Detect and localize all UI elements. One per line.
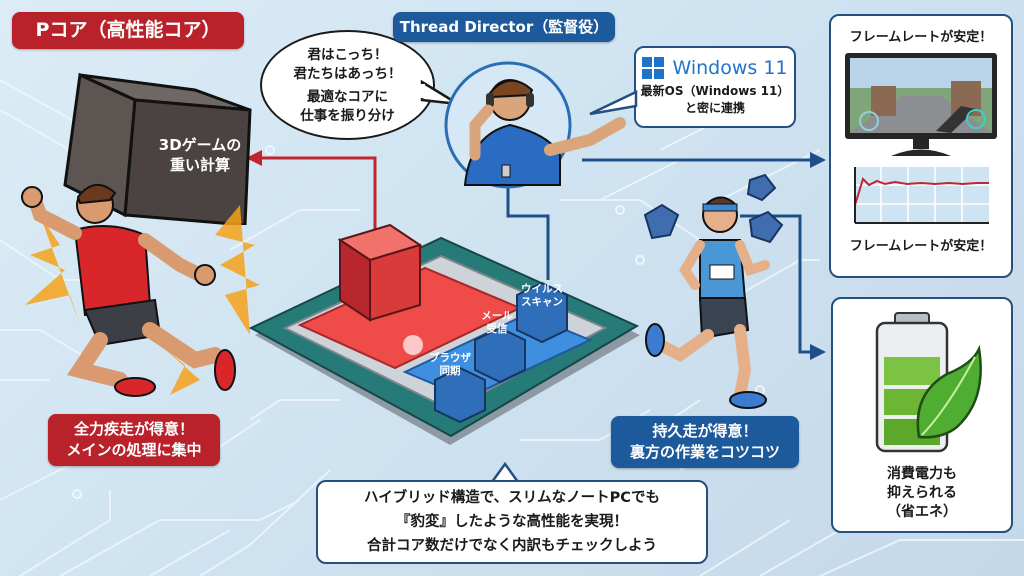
director-illustration	[444, 61, 626, 189]
summary-line3: 合計コア数だけでなく内訳もチェックしよう	[367, 538, 657, 554]
game-monitor-icon	[845, 53, 997, 156]
task-label: スキャン	[521, 296, 563, 308]
p-core-title: Pコア（高性能コア）	[12, 12, 244, 49]
task-browser-sync: ブラウザ 同期	[425, 352, 475, 378]
task-label: 同期	[439, 365, 461, 377]
p-core-caption-line2: メインの処理に集中	[66, 441, 202, 459]
arrow-to-power	[810, 344, 826, 360]
power-line1: 消費電力も	[887, 466, 957, 482]
task-mail-receive: メール 受信	[472, 310, 522, 336]
speech-line2: 君たちはあっち！	[293, 66, 402, 82]
windows-desc-line1: 最新OS（Windows 11）	[640, 84, 790, 98]
heavy-task-cube	[63, 72, 252, 225]
windows-bubble-tail	[589, 90, 638, 116]
windows-desc-line2: と密に連携	[684, 101, 745, 115]
endurance-runner-illustration	[643, 173, 784, 409]
sprinter-illustration	[21, 184, 260, 397]
speech-bubble-tail	[420, 80, 459, 106]
power-line2: 抑えられる	[887, 485, 957, 501]
thread-director-title: Thread Director（監督役）	[393, 12, 615, 42]
p-core-caption-line1: 全力疾走が得意！	[73, 420, 194, 438]
windows-logo-row: Windows 11	[636, 57, 794, 79]
task-label: 受信	[486, 323, 508, 335]
windows11-box: Windows 11 最新OS（Windows 11） と密に連携	[634, 46, 796, 128]
task-label: メール	[481, 310, 513, 322]
summary-line1: ハイブリッド構造で、スリムなノートPCでも	[364, 490, 660, 506]
framerate-panel: フレームレートが安定！ フレームレートが安定！	[829, 14, 1013, 278]
speech-line4: 仕事を振り分け	[300, 108, 395, 124]
heavy-task-label-line1: 3Dゲームの	[158, 136, 242, 154]
task-label: ウイルス	[521, 283, 563, 295]
e-core-cubes	[434, 281, 568, 424]
framerate-top-label: フレームレートが安定！	[849, 30, 993, 45]
framerate-chart	[854, 167, 989, 224]
arrow-to-p-core	[246, 150, 262, 166]
summary-line2: 『豹変』したような高性能を実現！	[396, 514, 628, 530]
heavy-task-label: 3Dゲームの 重い計算	[150, 135, 250, 175]
e-core-caption-line1: 持久走が得意！	[652, 422, 758, 440]
summary-box: ハイブリッド構造で、スリムなノートPCでも 『豹変』したような高性能を実現！ 合…	[316, 480, 708, 564]
task-virus-scan: ウイルス スキャン	[512, 283, 572, 309]
battery-leaf-icon	[875, 312, 982, 453]
framerate-bottom-label: フレームレートが安定！	[849, 239, 993, 254]
task-label: ブラウザ	[429, 352, 471, 364]
windows-logo-icon	[642, 57, 665, 79]
director-speech-bubble: 君はこっち！ 君たちはあっち！ 最適なコアに 仕事を振り分け	[260, 30, 435, 140]
e-core-caption-line2: 裏方の作業をコツコツ	[629, 443, 780, 461]
power-line3: （省エネ）	[887, 504, 957, 520]
p-core-caption: 全力疾走が得意！ メインの処理に集中	[48, 414, 220, 466]
power-saving-panel: 消費電力も 抑えられる （省エネ）	[831, 297, 1013, 533]
e-core-caption: 持久走が得意！ 裏方の作業をコツコツ	[611, 416, 799, 468]
heavy-task-label-line2: 重い計算	[169, 156, 230, 174]
arrow-to-framerate	[810, 152, 826, 168]
speech-line1: 君はこっち！	[307, 47, 388, 63]
p-core-cube	[337, 223, 423, 322]
speech-line3: 最適なコアに	[307, 89, 388, 105]
hybrid-cpu-chip	[248, 223, 640, 445]
windows-logo-text: Windows 11	[672, 57, 788, 79]
